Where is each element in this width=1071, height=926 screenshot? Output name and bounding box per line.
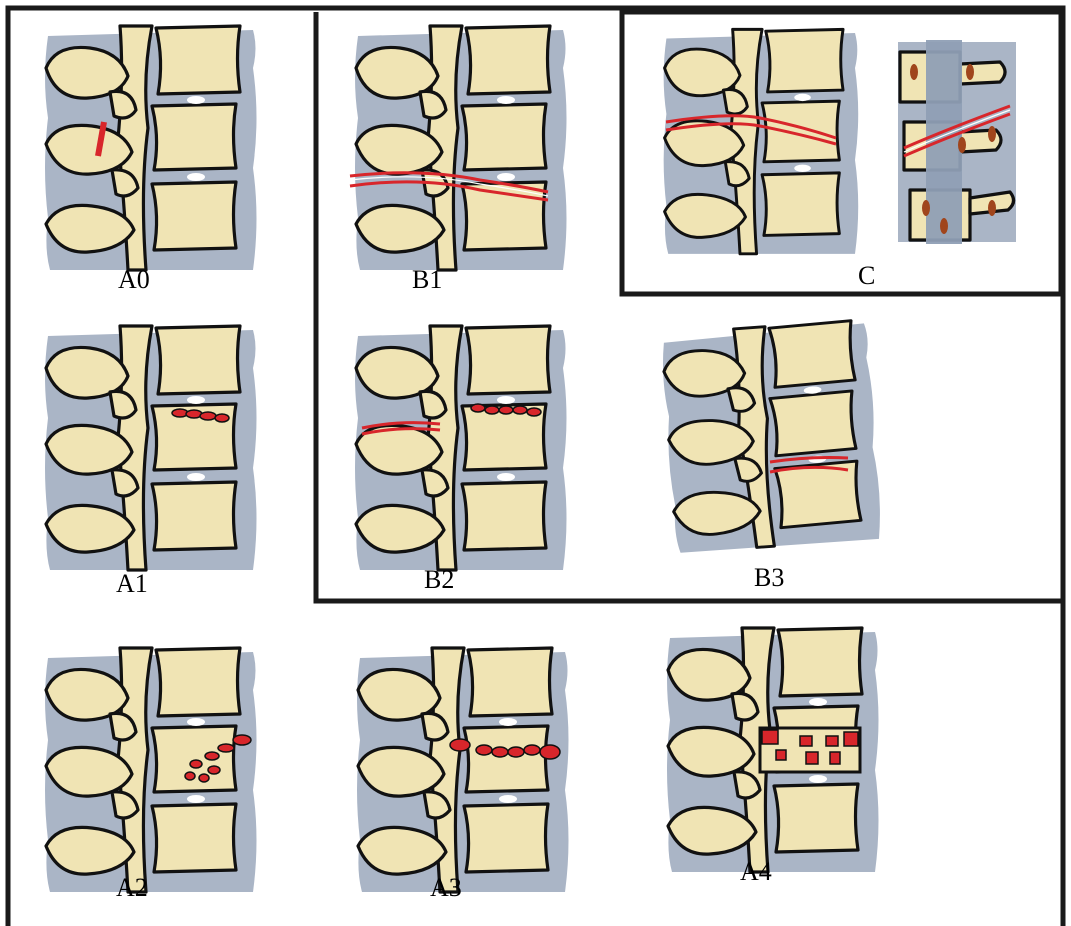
panel-b1: B1 [350,26,567,294]
panel-a3: A3 [357,648,569,902]
a1-label: A1 [116,569,148,598]
a0-label: A0 [118,265,150,294]
panel-a2: A2 [45,648,257,902]
b3-label: B3 [754,563,784,592]
c-label: C [858,261,875,290]
a3-label: A3 [430,873,462,902]
panel-c: C [664,29,1016,290]
c-spinal-canal [926,40,962,244]
c-ap-view [898,40,1016,244]
b2-label: B2 [424,565,454,594]
a2-label: A2 [116,873,148,902]
panel-a1: A1 [45,326,257,598]
a4-label: A4 [740,857,772,886]
a4-comminuted-body [760,728,860,772]
panel-a4: A4 [667,628,879,886]
panel-a0: A0 [45,26,257,294]
b1-label: B1 [412,265,442,294]
panel-b2: B2 [355,326,567,594]
panel-b3: B3 [660,320,882,592]
